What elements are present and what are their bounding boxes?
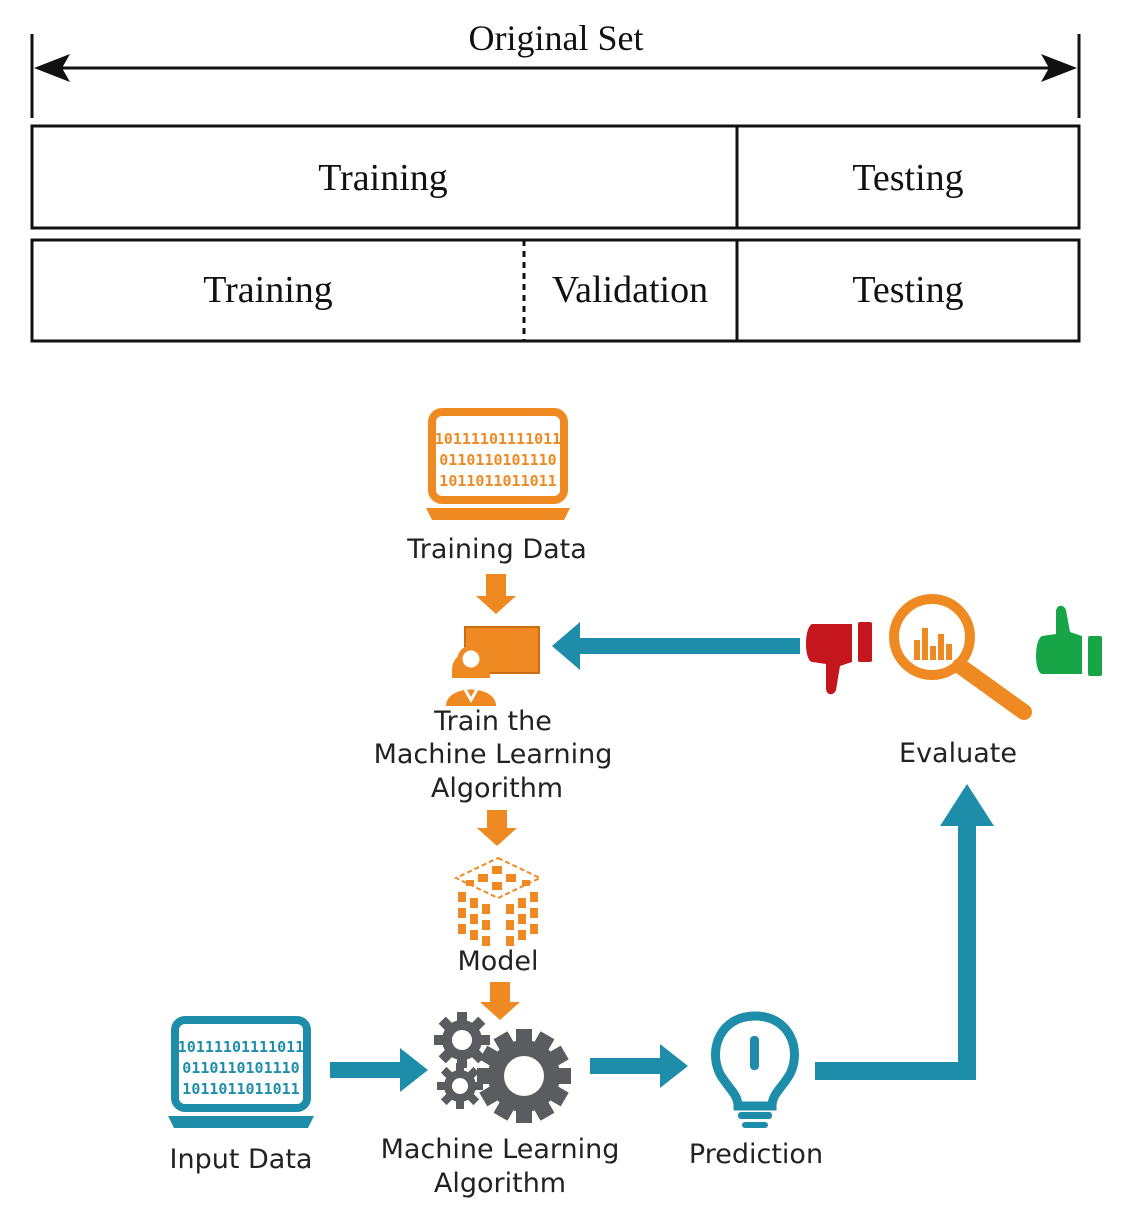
thumbs-up-icon	[1036, 605, 1102, 676]
evaluate-label: Evaluate	[899, 738, 1017, 769]
row2-validation-label: Validation	[552, 269, 708, 311]
cube-model-icon	[453, 856, 543, 946]
lightbulb-icon	[711, 1011, 799, 1128]
row1-testing-label: Testing	[852, 157, 963, 199]
binary-line: 0110110101110	[439, 451, 556, 469]
left-arrowhead	[34, 54, 70, 82]
input-data-laptop-icon: 10111101111011 0110110101110 10110110110…	[168, 1016, 314, 1128]
binary-line: 10111101111011	[178, 1038, 304, 1056]
dataset-split: Original Set Training Testing Training V…	[30, 18, 1081, 343]
prediction-label: Prediction	[689, 1139, 823, 1170]
binary-line: 1011011011011	[182, 1080, 299, 1098]
row2-testing-label: Testing	[852, 269, 963, 311]
original-set-label: Original Set	[469, 18, 644, 58]
input-data-label: Input Data	[170, 1144, 313, 1175]
arrow-down-3	[480, 982, 520, 1020]
train-label-line3: Algorithm	[431, 773, 563, 804]
arrow-left-feedback	[552, 622, 800, 670]
binary-line: 0110110101110	[182, 1059, 299, 1077]
row2-box	[30, 238, 1081, 343]
row2-training-label: Training	[203, 269, 333, 311]
arrow-down-1	[476, 574, 516, 614]
arrow-up-to-evaluate	[815, 784, 994, 1080]
ml-algorithm-label-line2: Algorithm	[434, 1168, 566, 1199]
thumbs-down-icon	[806, 622, 872, 695]
gears-icon	[434, 1012, 571, 1123]
train-label-line1: Train the	[433, 706, 552, 737]
train-label-line2: Machine Learning	[374, 739, 613, 770]
row1-box	[30, 124, 1081, 230]
right-arrowhead	[1041, 54, 1077, 82]
ml-algorithm-label-line1: Machine Learning	[381, 1134, 620, 1165]
row1-training-label: Training	[318, 157, 448, 199]
training-data-label: Training Data	[406, 534, 587, 565]
arrow-right-2	[590, 1044, 688, 1088]
magnifier-icon	[889, 594, 1032, 720]
model-label: Model	[457, 946, 538, 977]
arrow-right-1	[330, 1048, 428, 1092]
training-data-laptop-icon: 10111101111011 0110110101110 10110110110…	[426, 408, 570, 520]
binary-line: 10111101111011	[435, 430, 561, 448]
arrow-down-2	[477, 810, 517, 846]
teacher-icon	[446, 626, 540, 706]
binary-line: 1011011011011	[439, 472, 556, 490]
